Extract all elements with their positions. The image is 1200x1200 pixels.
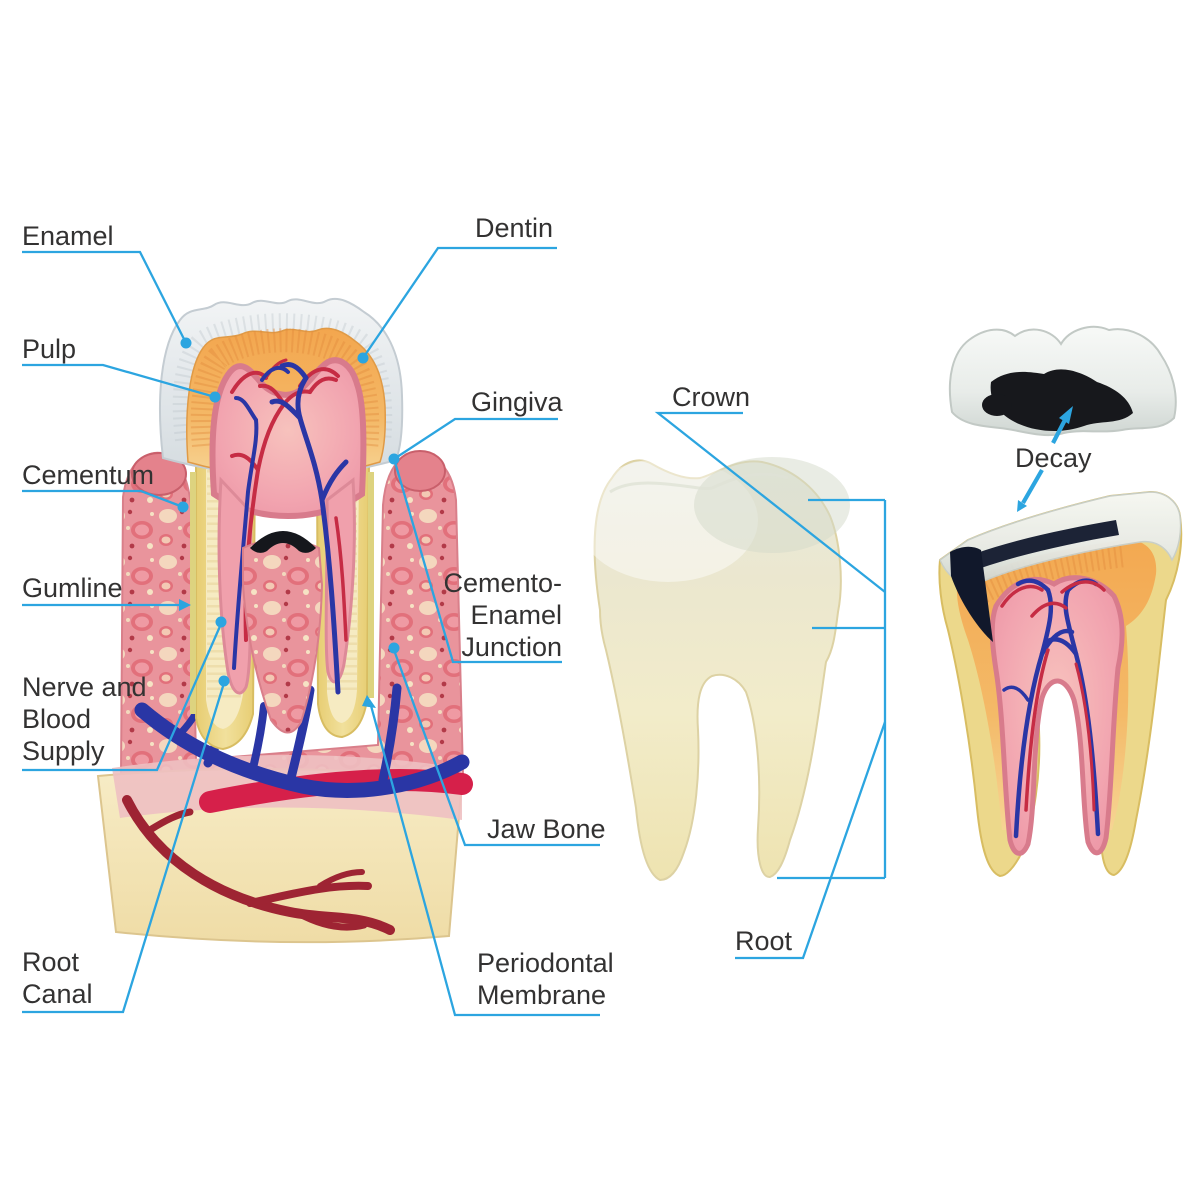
leader-pulp bbox=[22, 363, 216, 399]
svg-text:Root: Root bbox=[22, 947, 80, 977]
label-gumline: Gumline bbox=[22, 573, 123, 603]
svg-text:Supply: Supply bbox=[22, 736, 105, 766]
dot-root-canal bbox=[218, 675, 230, 687]
leader-nerve-blood bbox=[22, 623, 223, 772]
arrow-decay-down bbox=[1017, 500, 1027, 512]
label-enamel: Enamel bbox=[22, 221, 114, 251]
svg-text:Enamel: Enamel bbox=[470, 600, 562, 630]
artery-jaw-branches bbox=[122, 795, 395, 935]
leader-decay-down bbox=[1021, 468, 1044, 505]
furcation-gap bbox=[250, 531, 316, 553]
leader-cej bbox=[393, 461, 562, 664]
dot-pulp bbox=[209, 391, 221, 403]
labels: Enamel Pulp Cementum Gumline Nerve and B… bbox=[22, 213, 1092, 1010]
decayed-tooth-decay-wedge bbox=[950, 546, 993, 642]
leader-enamel bbox=[22, 250, 188, 344]
leader-jaw-bone bbox=[392, 649, 600, 847]
dot-dentin bbox=[357, 352, 369, 364]
leader-root bbox=[735, 721, 887, 960]
arrow-periodontal bbox=[362, 695, 376, 708]
decayed-tooth-pulp bbox=[989, 575, 1125, 856]
arrow-decay-up bbox=[1059, 406, 1073, 424]
dot-gingiva bbox=[388, 453, 400, 465]
label-gingiva: Gingiva bbox=[471, 387, 564, 417]
crown-cap-decay-tail bbox=[982, 394, 1012, 416]
leader-gingiva bbox=[393, 417, 558, 460]
label-cej: Cemento- Enamel Junction bbox=[443, 568, 562, 662]
whole-tooth-model bbox=[578, 457, 850, 882]
pulp-vessels-blue bbox=[232, 362, 349, 695]
label-dentin: Dentin bbox=[475, 213, 553, 243]
label-jaw-bone: Jaw Bone bbox=[487, 814, 606, 844]
decayed-tooth-decay-band bbox=[974, 520, 1119, 568]
gum-knob-left bbox=[131, 452, 187, 496]
decayed-tooth-model bbox=[938, 325, 1183, 878]
label-crown: Crown bbox=[672, 382, 750, 412]
whole-tooth-occlusal-tint bbox=[694, 457, 850, 553]
leader-crown bbox=[654, 411, 886, 593]
arrow-gumline bbox=[179, 599, 191, 611]
svg-text:Cemento-: Cemento- bbox=[443, 568, 562, 598]
crown-cap-decay bbox=[990, 369, 1133, 432]
whole-tooth-crown-edge bbox=[609, 472, 789, 494]
svg-text:Junction: Junction bbox=[461, 632, 562, 662]
leader-periodontal bbox=[368, 701, 600, 1017]
decayed-tooth-vessels-red bbox=[1000, 580, 1106, 812]
leader-lines bbox=[22, 246, 1073, 1017]
cross-section-model bbox=[96, 297, 473, 944]
label-root: Root bbox=[735, 926, 793, 956]
label-root-canal: Root Canal bbox=[22, 947, 93, 1009]
dot-enamel bbox=[180, 337, 192, 349]
label-periodontal-membrane: Periodontal Membrane bbox=[477, 948, 614, 1010]
label-decay: Decay bbox=[1015, 443, 1092, 473]
leader-root-canal bbox=[22, 682, 226, 1014]
label-cementum: Cementum bbox=[22, 460, 154, 490]
leader-dentin bbox=[362, 246, 557, 359]
svg-text:Nerve and: Nerve and bbox=[22, 672, 147, 702]
dentin-striations bbox=[190, 328, 380, 450]
svg-text:Blood: Blood bbox=[22, 704, 91, 734]
svg-text:Periodontal: Periodontal bbox=[477, 948, 614, 978]
svg-text:Membrane: Membrane bbox=[477, 980, 606, 1010]
dot-nerve-blood bbox=[215, 616, 227, 628]
dot-cementum bbox=[177, 501, 189, 513]
gum-knob-right bbox=[394, 450, 446, 492]
whole-tooth-body bbox=[593, 459, 842, 882]
label-pulp: Pulp bbox=[22, 334, 76, 364]
dot-jaw-bone bbox=[388, 642, 400, 654]
svg-text:Canal: Canal bbox=[22, 979, 93, 1009]
leader-cementum bbox=[22, 489, 184, 509]
label-nerve-blood-supply: Nerve and Blood Supply bbox=[22, 672, 147, 766]
